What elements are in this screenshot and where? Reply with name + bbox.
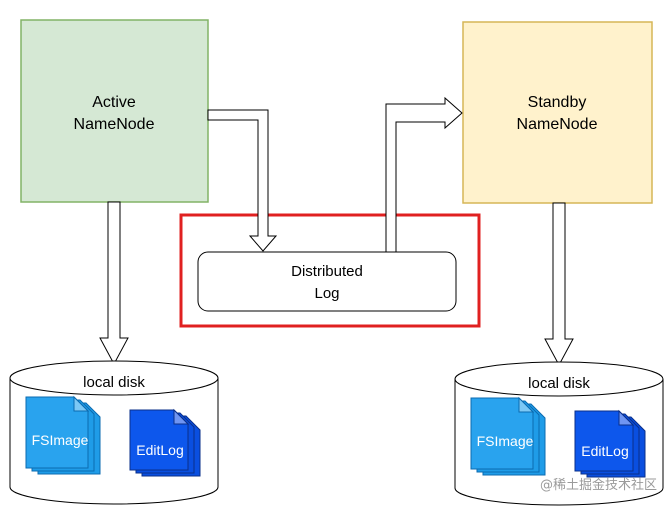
- fsimage-icon: FSImage: [470, 396, 546, 476]
- arrow-active-to-log: [207, 109, 278, 252]
- standby-namenode-line1: Standby: [528, 94, 587, 111]
- active-namenode-line1: Active: [92, 94, 136, 111]
- active-namenode: Active NameNode: [20, 19, 209, 203]
- fsimage-label-left: FSImage: [32, 432, 89, 448]
- standby-namenode-line2: NameNode: [517, 116, 598, 133]
- editlog-icon: EditLog: [574, 409, 646, 478]
- distributed-log-line1: Distributed: [291, 263, 363, 280]
- watermark: @稀土掘金技术社区: [540, 477, 657, 493]
- editlog-label-right: EditLog: [581, 443, 628, 459]
- editlog-label-left: EditLog: [136, 442, 183, 458]
- local-disk-right-label: local disk: [528, 375, 590, 392]
- editlog-icon: EditLog: [129, 408, 201, 477]
- distributed-log: Distributed Log: [197, 251, 457, 312]
- distributed-log-line2: Log: [314, 285, 339, 302]
- fsimage-label-right: FSImage: [477, 433, 534, 449]
- local-disk-left: local disk FSImage EditLog: [9, 360, 219, 505]
- arrow-log-to-standby: [385, 96, 463, 253]
- arrow-standby-to-disk: [544, 202, 574, 367]
- arrow-active-to-disk: [99, 201, 129, 366]
- local-disk-left-label: local disk: [83, 374, 145, 391]
- fsimage-icon: FSImage: [25, 395, 101, 475]
- active-namenode-line2: NameNode: [74, 116, 155, 133]
- standby-namenode: Standby NameNode: [462, 21, 653, 204]
- highlight-frame: [179, 213, 481, 328]
- local-disk-right: local disk FSImage EditLog: [454, 361, 664, 506]
